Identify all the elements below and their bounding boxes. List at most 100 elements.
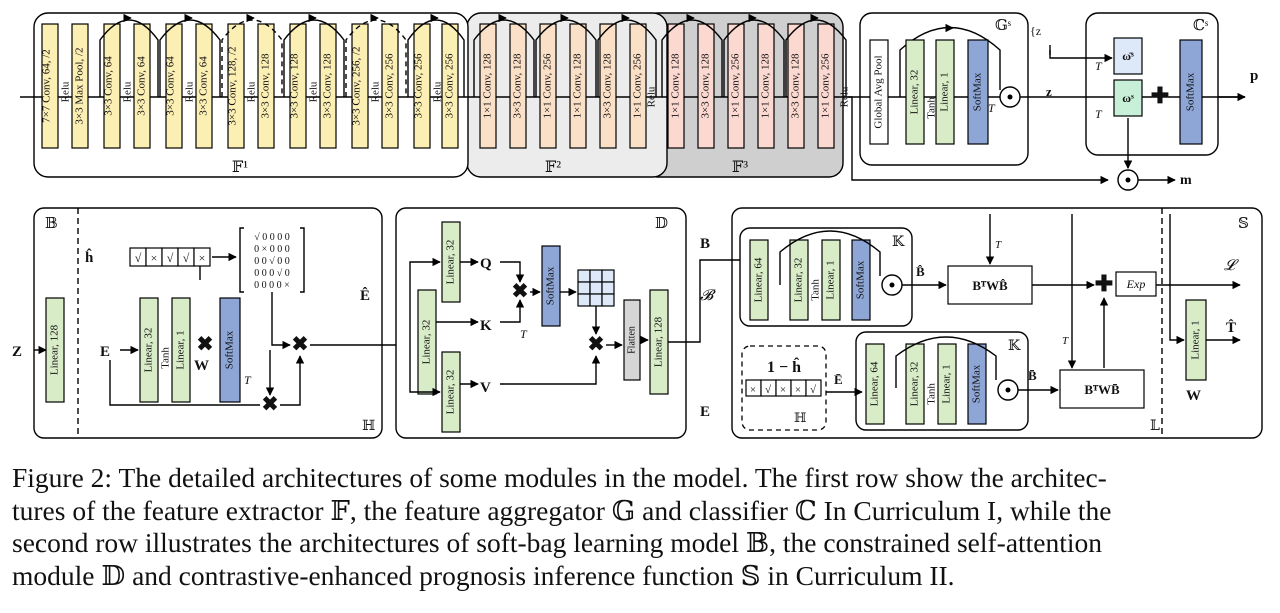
b-label: 𝔹 [45, 216, 58, 232]
z-cur-label: z [1046, 84, 1052, 99]
relu-label: Relu [246, 81, 258, 102]
layer-label: Linear, 128 [49, 324, 61, 375]
k-bot-attn [895, 336, 997, 388]
s-linear-32-top [789, 239, 809, 321]
s-linear-1-bot [937, 343, 957, 425]
layer-label: SoftMax [971, 364, 983, 403]
b-hat-label: B̂ [916, 264, 925, 279]
layer-label: 3×3 Conv, 256 [444, 53, 456, 119]
transpose-label: T [988, 101, 996, 115]
attention-cell [589, 269, 603, 283]
mask-inv-value: √ [810, 384, 817, 396]
layer-label: Linear, 32 [445, 370, 457, 415]
c-label: ℂˢ [1193, 18, 1208, 34]
av-multiply: ✖ [588, 334, 605, 356]
relu-label: Relu [184, 81, 196, 102]
layer-label: Linear, 1 [1190, 320, 1202, 359]
mask-inv-value: × [750, 384, 756, 396]
f1-layer [441, 23, 459, 149]
layer-label: 3×3 Conv, 128, /2 [227, 46, 239, 125]
exp-label: Exp [1126, 277, 1146, 291]
f2-layer [539, 23, 557, 149]
caption-line-3: second row illustrates the architectures… [12, 527, 1103, 558]
layer-label: Linear, 32 [421, 320, 433, 365]
f3-layer [757, 23, 775, 149]
transpose-label: T [1095, 59, 1103, 73]
attention-cell [601, 281, 615, 295]
relu-label: Relu [839, 86, 851, 107]
b-bar-label: B̄ [1028, 368, 1037, 383]
f2-layer [629, 23, 647, 149]
layer-label: Linear, 1 [825, 260, 837, 299]
layer-label: 3×3 Conv, 256 [384, 53, 396, 119]
layer-label: Linear, 32 [909, 70, 921, 115]
d-linear-32-v [441, 351, 461, 433]
mask-value: × [151, 251, 158, 265]
global-pool-layer [869, 39, 889, 145]
layer-label: 1×1 Conv, 128 [760, 53, 772, 119]
layer-label: 1×1 Conv, 256 [632, 53, 644, 119]
dot [1125, 177, 1131, 183]
layer-label: SoftMax [545, 266, 557, 305]
h-multiply: ✖ [262, 394, 279, 416]
mask-inv-cell [805, 379, 822, 397]
mask-inv-value: × [780, 384, 786, 396]
relu-label: Relu [432, 81, 444, 102]
e-bar-label: Ē [834, 372, 843, 387]
mask-value: √ [167, 251, 174, 265]
relu-label: Relu [308, 81, 320, 102]
f2-layer [479, 23, 497, 149]
f1-layer [351, 23, 369, 149]
z-prev-arrow [1049, 50, 1113, 63]
q-label: Q [480, 256, 492, 272]
layer-label: 7×7 Conv, 64, /2 [41, 49, 53, 123]
layer-label: Tanh [926, 383, 938, 405]
f3-layer [727, 23, 745, 149]
layer-label: 3×3 Conv, 256 [413, 53, 425, 119]
matrix-bracket-right [300, 227, 305, 293]
layer-label: 3×3 Conv, 128 [260, 53, 272, 119]
f3-label: 𝔽³ [732, 159, 748, 176]
d-softmax [541, 245, 561, 327]
w-s-label: W [1186, 388, 1201, 404]
layer-label: 1×1 Conv, 128 [670, 53, 682, 119]
layer-label: Linear, 32 [445, 240, 457, 285]
formula-1: BᵀWB̂ [972, 278, 1008, 293]
t-hat-label: T̂ [1226, 319, 1236, 336]
matrix-row: 0 0 0 √ 0 [254, 268, 290, 279]
b-module [33, 207, 383, 439]
layer-label: Linear, 64 [869, 361, 881, 406]
transpose-label: T [244, 373, 252, 387]
f1-layer [71, 23, 89, 149]
z-input-label: Z [12, 344, 22, 360]
e-input-label: E [700, 404, 710, 420]
f1-layer [41, 23, 59, 149]
matrix-bracket-left [239, 227, 244, 293]
omega-box [1113, 79, 1143, 117]
layer-label: 3×3 Conv, 128 [700, 53, 712, 119]
mask-inv-value: √ [765, 384, 772, 396]
s-linear-64-bot [865, 343, 885, 425]
b-linear-1 [171, 297, 191, 403]
layer-label: 1×1 Conv, 256 [542, 53, 554, 119]
s-softmax-top [851, 239, 871, 321]
b-multiply: ✖ [292, 334, 309, 356]
layer-label: 3×3 Conv, 128 [602, 53, 614, 119]
figure-caption: Figure 2: The detailed architectures of … [12, 462, 1270, 592]
mask-value: √ [183, 251, 190, 265]
layer-label: 3×3 Max Pool, /2 [74, 47, 86, 124]
layer-label: 3×3 Conv, 256, /2 [351, 46, 363, 125]
layer-label: Linear, 32 [909, 362, 921, 407]
layer-label: 3×3 Conv, 64 [165, 56, 177, 116]
dot [1007, 94, 1013, 100]
omega-bar-box [1113, 37, 1143, 75]
d-linear-32-shared [417, 289, 437, 395]
f3-layer [817, 23, 835, 149]
matrix-to-mult [271, 292, 291, 350]
transpose-label: T [1062, 335, 1069, 347]
matrix-row: 0 0 √ 0 0 [254, 256, 290, 267]
k-module-label: 𝕂 [1008, 339, 1021, 354]
formula-2: BᵀWB̄ [1084, 382, 1120, 397]
h-hat-label: ĥ [85, 248, 94, 266]
